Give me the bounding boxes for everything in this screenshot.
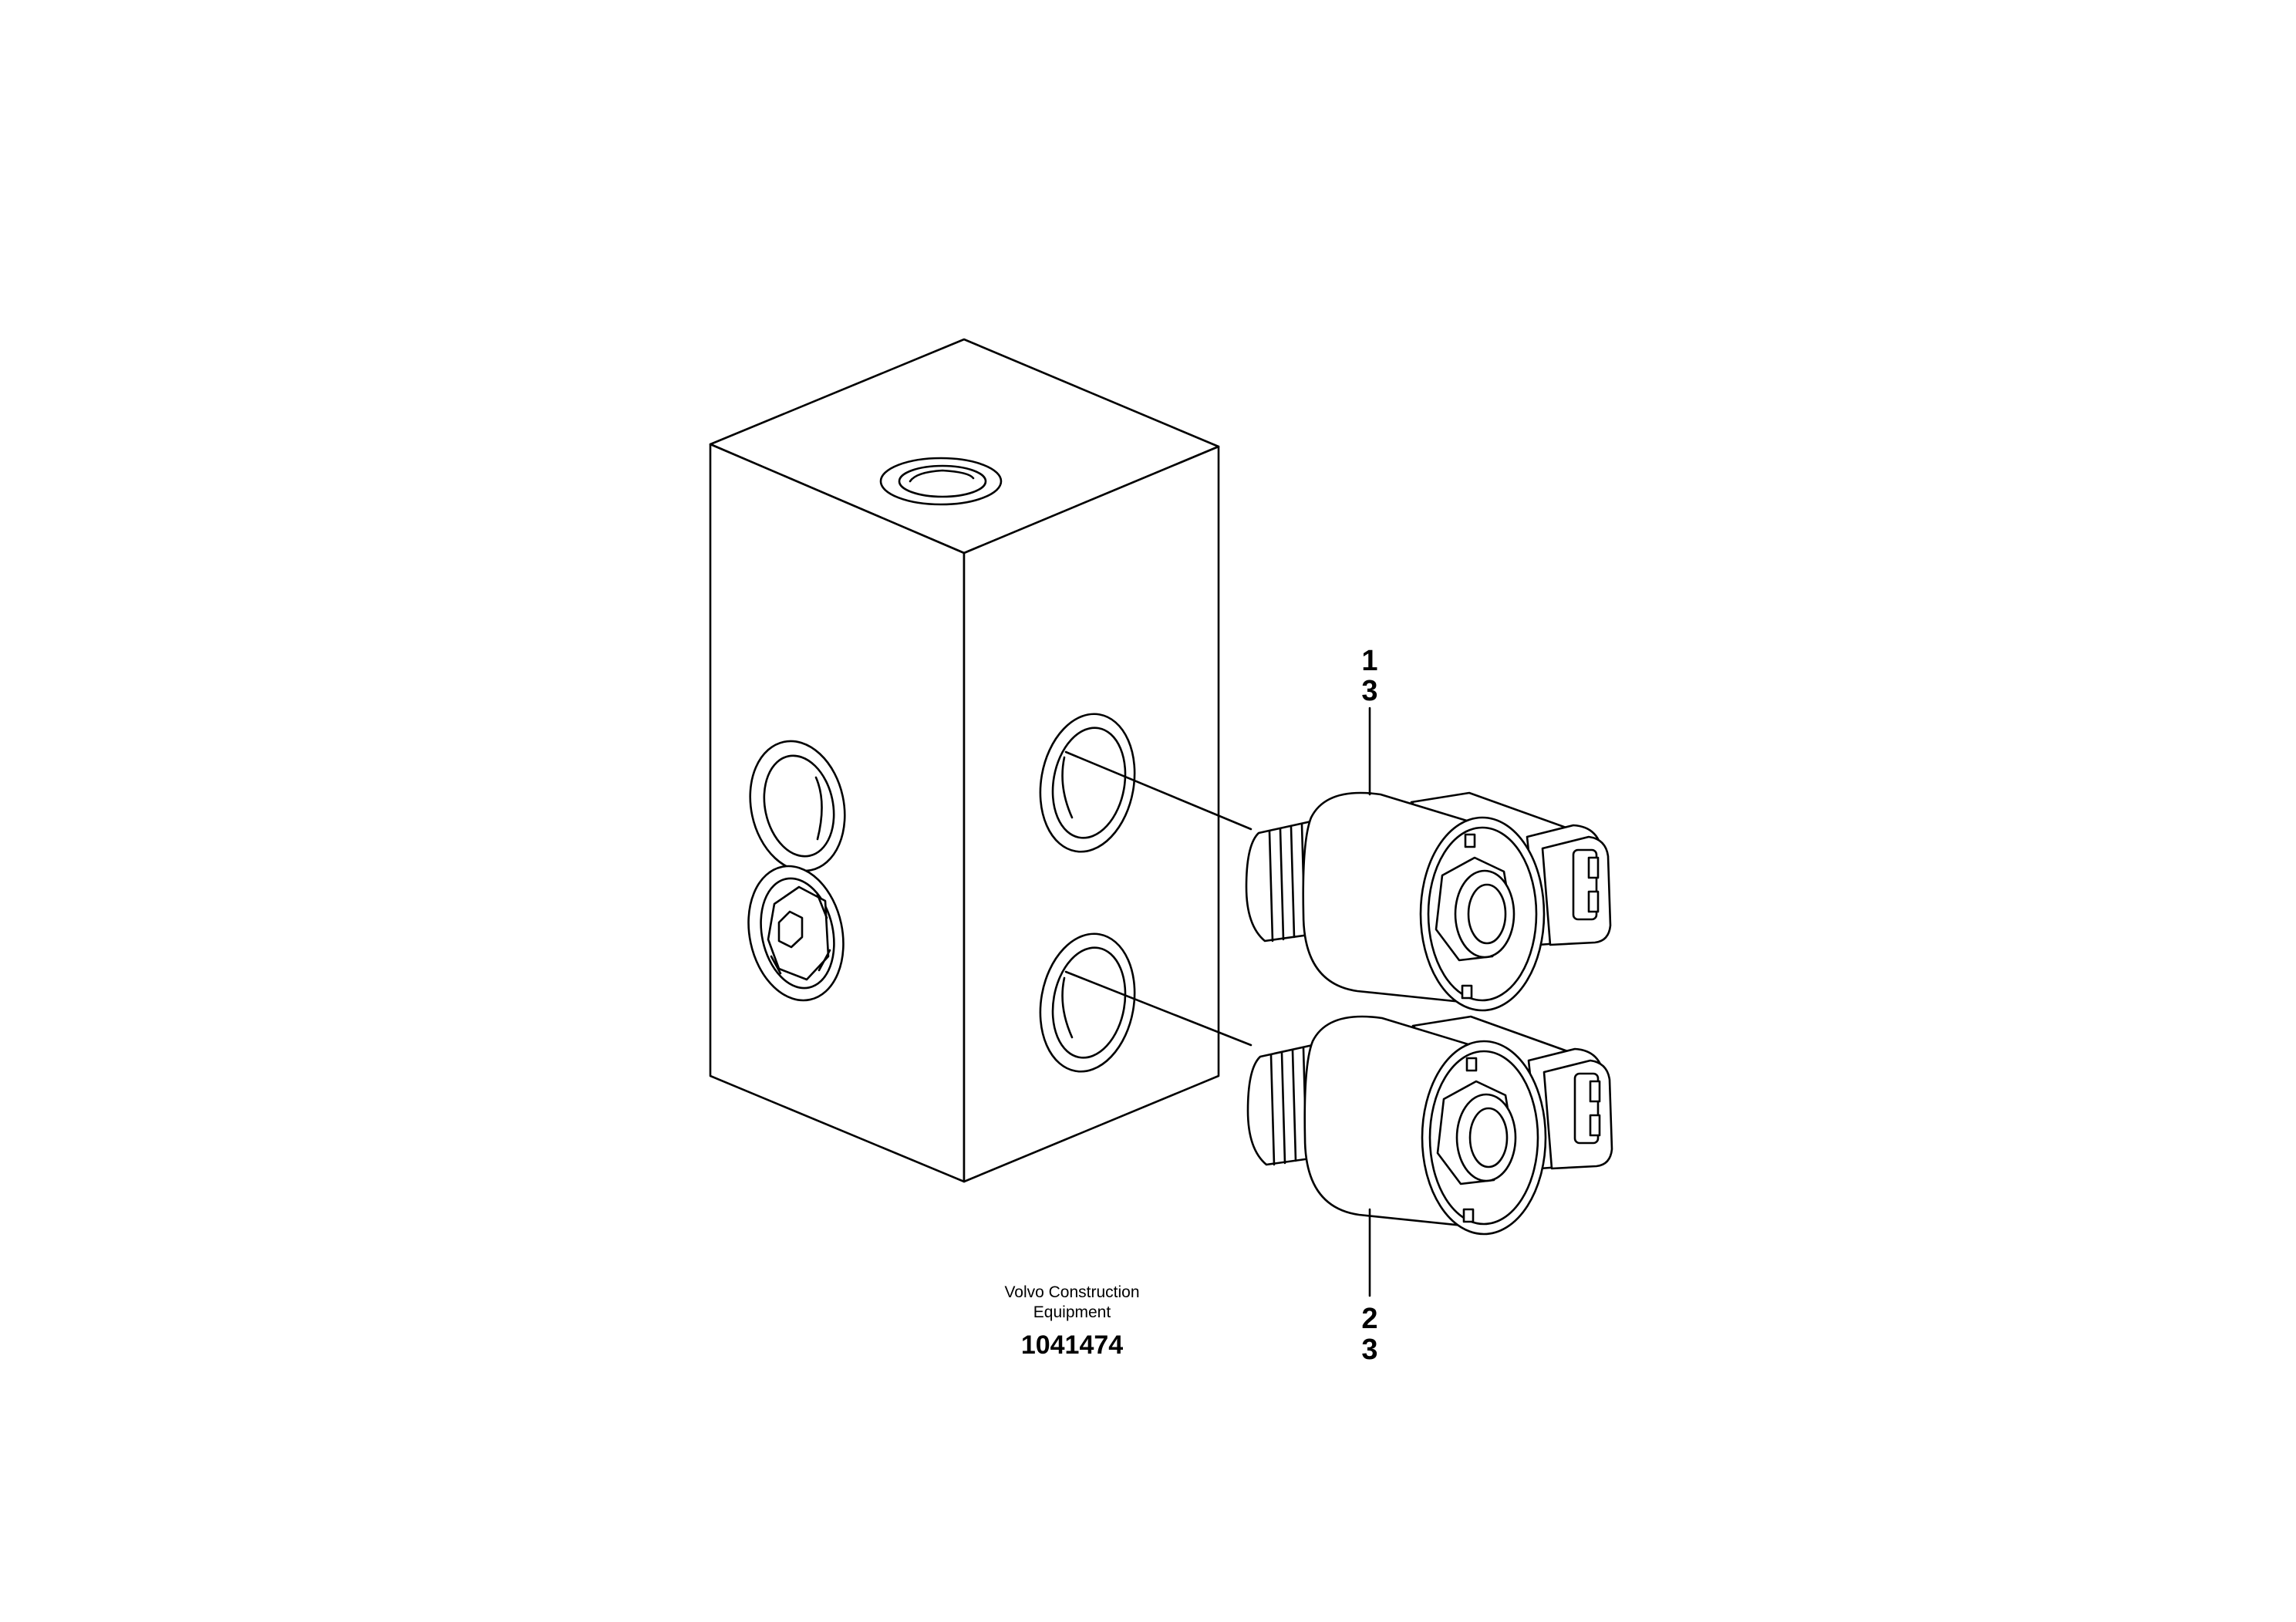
callout-top-1: 1 — [1361, 645, 1377, 677]
assembly-line-lower — [1064, 970, 1253, 1047]
right-upper-port — [1039, 713, 1136, 853]
solenoid-valve-lower — [1246, 1015, 1613, 1236]
valve-block — [709, 338, 1220, 1183]
assembly-line-upper — [1064, 750, 1253, 831]
caption-line-1: Volvo Construction — [1004, 1283, 1139, 1301]
left-upper-port — [749, 740, 846, 872]
callout-top-3: 3 — [1361, 675, 1377, 707]
right-lower-port — [1039, 932, 1136, 1073]
solenoid-valve-upper — [1245, 791, 1612, 1012]
caption-line-2: Equipment — [1033, 1303, 1111, 1321]
callout-bottom-2: 2 — [1361, 1303, 1377, 1335]
left-lower-plug — [747, 865, 845, 1002]
top-port — [879, 457, 1003, 506]
reference-number: 1041474 — [1021, 1330, 1123, 1360]
callout-bottom-3: 3 — [1361, 1334, 1377, 1366]
